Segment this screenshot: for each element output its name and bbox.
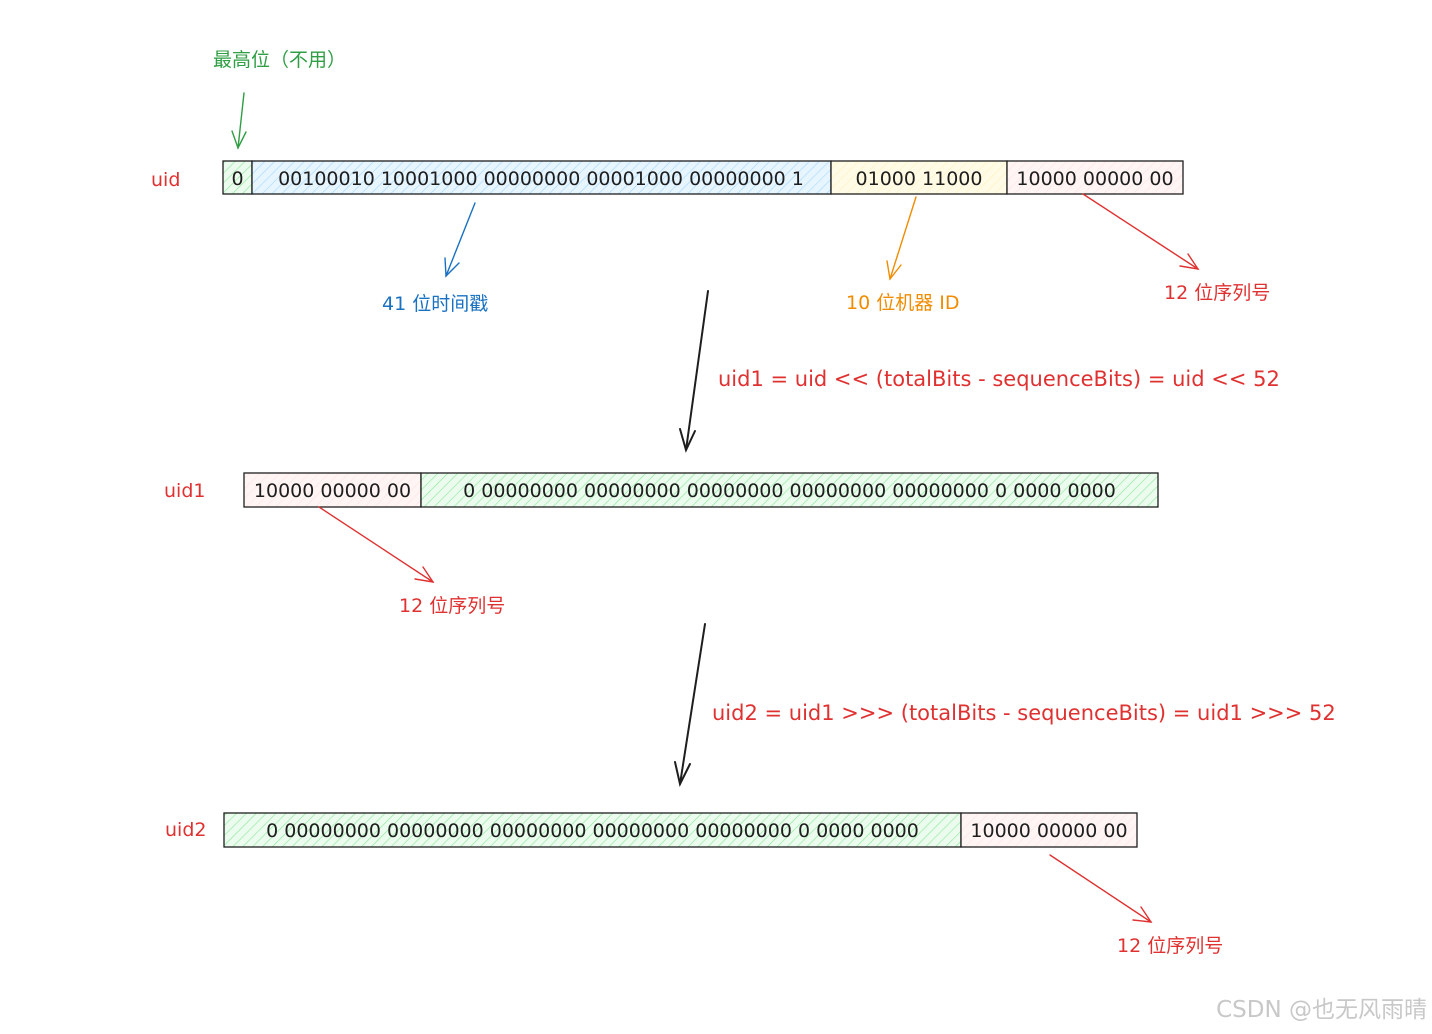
shift-right-arrow [674,623,706,787]
timestamp-label: 41 位时间戳 [382,293,488,315]
machine-id-label: 10 位机器 ID [846,292,960,314]
machine-id-arrow [886,196,917,281]
uid1-sequence-arrow [318,506,435,583]
uid2-sequence-text: 10000 00000 00 [970,820,1127,842]
highest-bit-label: 最高位（不用） [213,49,346,71]
uid2-zero-text: 0 00000000 00000000 00000000 00000000 00… [266,820,919,842]
uid-sequence-label: 12 位序列号 [1164,282,1270,304]
uid-machine-cell [830,160,1008,195]
uid2-row-label: uid2 [165,819,206,841]
highest-bit-arrow [231,92,247,150]
uid1-sequence-label: 12 位序列号 [399,595,505,617]
uid1-zero-cell [420,472,1159,508]
uid-machine-text: 01000 11000 [856,168,983,190]
watermark: CSDN @也无风雨晴 [1216,997,1427,1023]
uid1-row-label: uid1 [164,480,205,502]
right-shift-formula: uid2 = uid1 >>> (totalBits - sequenceBit… [712,701,1336,725]
uid2-zero-cell [223,812,962,848]
left-shift-formula: uid1 = uid << (totalBits - sequenceBits)… [718,367,1280,391]
uid1-bit-bar: 10000 00000 00 0 00000000 00000000 00000… [243,472,1159,508]
uid-sign-bit-cell [222,160,253,195]
uid-sequence-arrow [1082,193,1200,270]
uid-sequence-text: 10000 00000 00 [1016,168,1173,190]
uid2-sequence-arrow [1049,854,1153,923]
uid-row-label: uid [151,169,180,191]
uid2-bit-bar: 0 00000000 00000000 00000000 00000000 00… [223,812,1138,848]
uid-timestamp-cell [251,160,832,195]
uid-timestamp-text: 00100010 10001000 00000000 00001000 0000… [278,168,804,190]
shift-left-arrow [679,290,709,453]
uid2-sequence-cell [960,812,1138,848]
uid-sequence-cell [1006,160,1184,195]
uid2-sequence-label: 12 位序列号 [1117,935,1223,957]
uid-bit-bar: 0 00100010 10001000 00000000 00001000 00… [222,160,1184,195]
uid1-sequence-cell [243,472,422,508]
uid-sign-bit-text: 0 [231,168,243,190]
uid1-sequence-text: 10000 00000 00 [254,480,411,502]
uid1-zero-text: 0 00000000 00000000 00000000 00000000 00… [463,480,1116,502]
timestamp-arrow [444,202,476,278]
